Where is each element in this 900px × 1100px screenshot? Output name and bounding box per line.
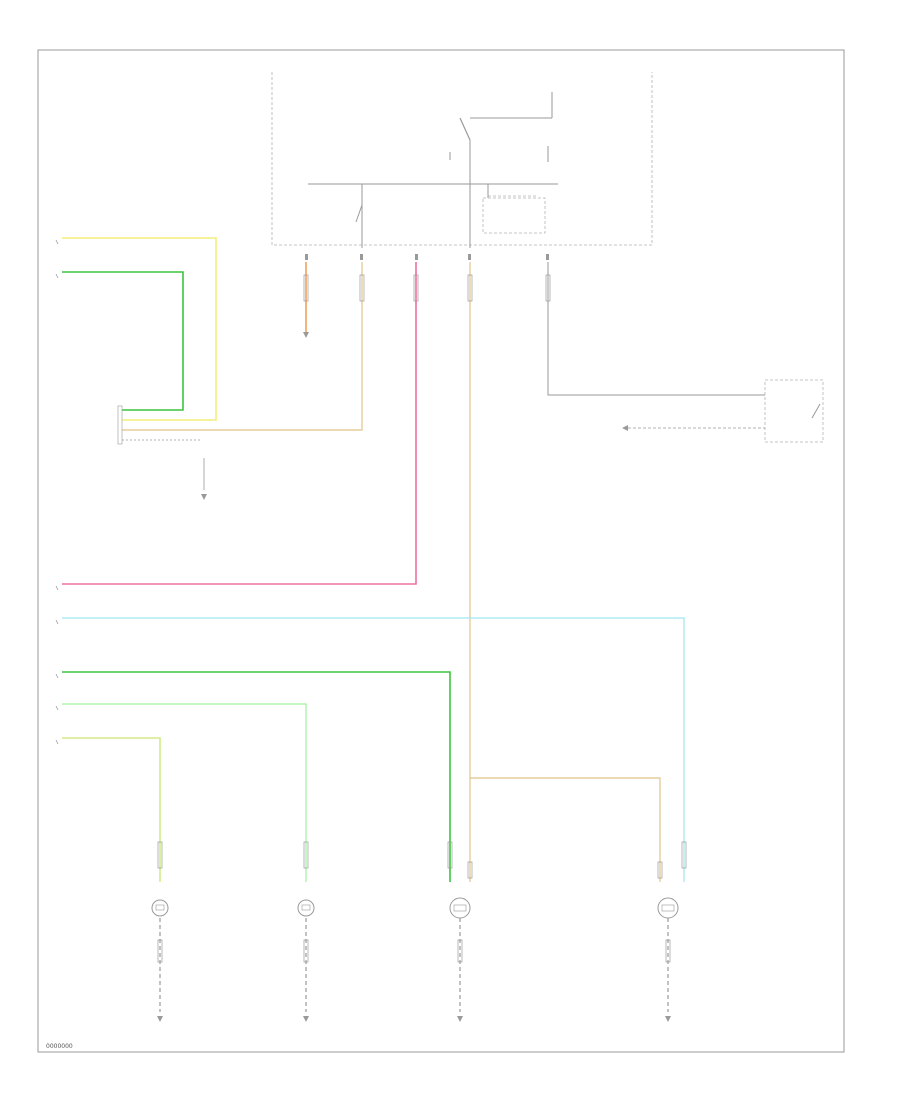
switch-dashed-box [764,379,824,443]
wire-end-ticks [55,239,59,745]
module-pin [305,254,308,260]
ground-arrow-icon [157,1016,163,1022]
ground-arrow-icon [622,425,628,431]
module-pin [468,254,471,260]
ground-arrow-icon [303,1016,309,1022]
switch-contact-icon [449,117,471,160]
module-relay-box [482,197,546,234]
lamp-circle-icon [449,897,471,919]
left-connector [117,405,123,445]
page-footer: 0000000 [46,1043,73,1050]
headlamp-switch [622,379,824,443]
switch-contact-icon [811,403,821,419]
module-pin [360,254,363,260]
central-module [271,72,653,260]
wire-tan-module [122,262,363,431]
wire-yellow-green-lower [62,737,161,882]
wire-gray-right [547,262,765,396]
ground-arrow-icon [457,1016,463,1022]
wire-light-green-lower [62,703,307,882]
wire-tan-branch [470,777,661,882]
lamp-circle-icon [297,899,315,917]
diagram-frame [37,49,845,1053]
wire-pink [62,262,417,585]
ground-arrow-icon [303,332,309,338]
wire-yellow-top [62,237,217,421]
module-dashed-border [271,72,653,246]
ground-arrow-icon [665,1016,671,1022]
module-pin [415,254,418,260]
switch-contact-icon [355,204,363,223]
wire-light-blue [62,617,685,882]
lamp-circle-icon [657,897,679,919]
wire-green-lower [62,671,451,882]
ground-arrow-icon [201,494,207,500]
lamp-circle-icon [151,899,169,917]
connector-marks [157,274,687,963]
wire-green-top [62,271,184,411]
module-pin [546,254,549,260]
